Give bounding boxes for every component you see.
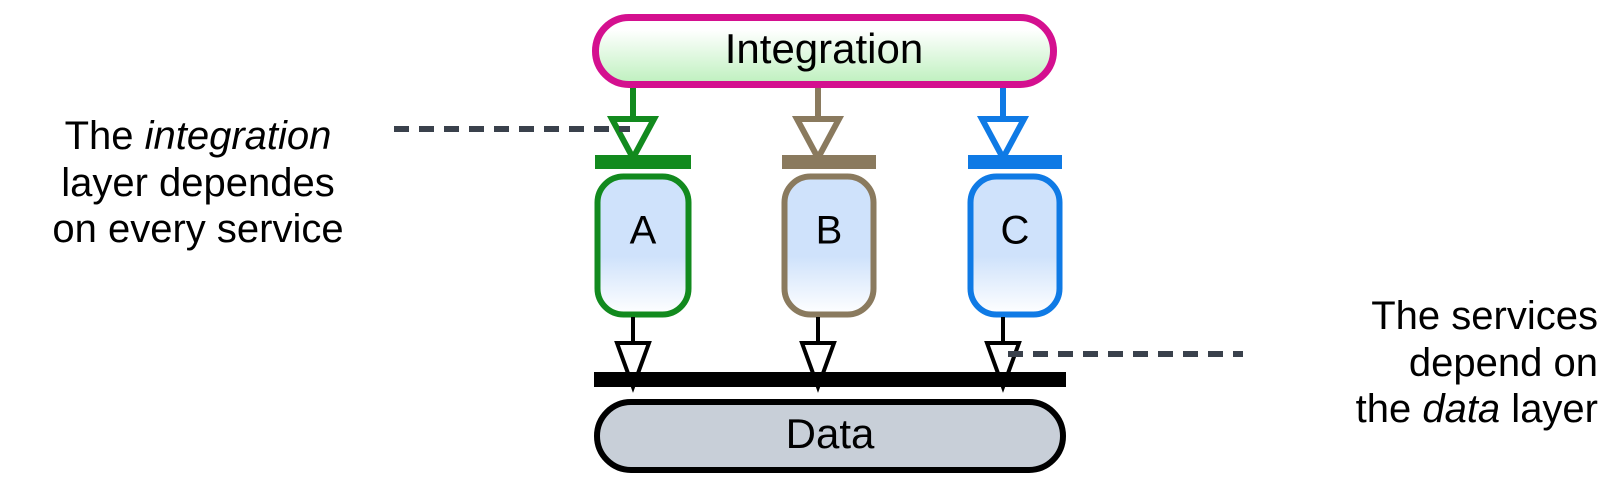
service-node-a[interactable]: A: [594, 155, 692, 318]
edge-integration-to-c: [976, 88, 1030, 165]
annotation-left-text: The integration layer dependes on every …: [14, 66, 382, 253]
service-c-top-bar: [968, 155, 1062, 169]
service-b-label: B: [816, 209, 843, 253]
annotation-left-rest: layer dependes on every service: [52, 160, 344, 252]
service-node-b[interactable]: B: [781, 155, 877, 318]
data-layer-box: [594, 399, 1066, 473]
annotation-right-suffix: layer: [1500, 387, 1598, 432]
integration-layer-label: Integration: [725, 25, 923, 72]
service-node-c[interactable]: C: [967, 155, 1063, 318]
edge-a-to-data: [614, 317, 652, 393]
annotation-left-line1-prefix: The: [64, 113, 145, 158]
service-c-label: C: [1001, 209, 1030, 253]
data-layer-top-bar: [594, 372, 1066, 387]
service-a-body: [594, 173, 692, 318]
data-layer-node[interactable]: Data: [594, 372, 1066, 473]
edge-integration-a-arrowhead: [606, 116, 660, 165]
service-b-top-bar: [782, 155, 876, 169]
edge-b-data-arrowhead: [799, 341, 837, 393]
integration-layer-box: [592, 14, 1057, 88]
edge-integration-to-a: [606, 88, 660, 165]
service-b-body: [781, 173, 877, 318]
annotation-left-emphasis: integration: [144, 113, 332, 158]
edge-integration-to-b: [791, 88, 845, 165]
annotation-right-emphasis: data: [1422, 387, 1501, 432]
annotation-right-prefix: The services depend on the: [1355, 293, 1598, 432]
edge-integration-c-arrowhead: [976, 116, 1030, 165]
edge-a-data-arrowhead: [614, 341, 652, 393]
data-layer-label: Data: [786, 410, 875, 457]
edge-b-to-data: [799, 317, 837, 393]
annotation-right-text: The services depend on the data layer: [1248, 246, 1598, 433]
integration-layer-node[interactable]: Integration: [592, 14, 1057, 88]
edge-integration-b-arrowhead: [791, 116, 845, 165]
service-a-top-bar: [595, 155, 691, 169]
service-c-body: [967, 173, 1063, 318]
service-a-label: A: [630, 209, 657, 253]
